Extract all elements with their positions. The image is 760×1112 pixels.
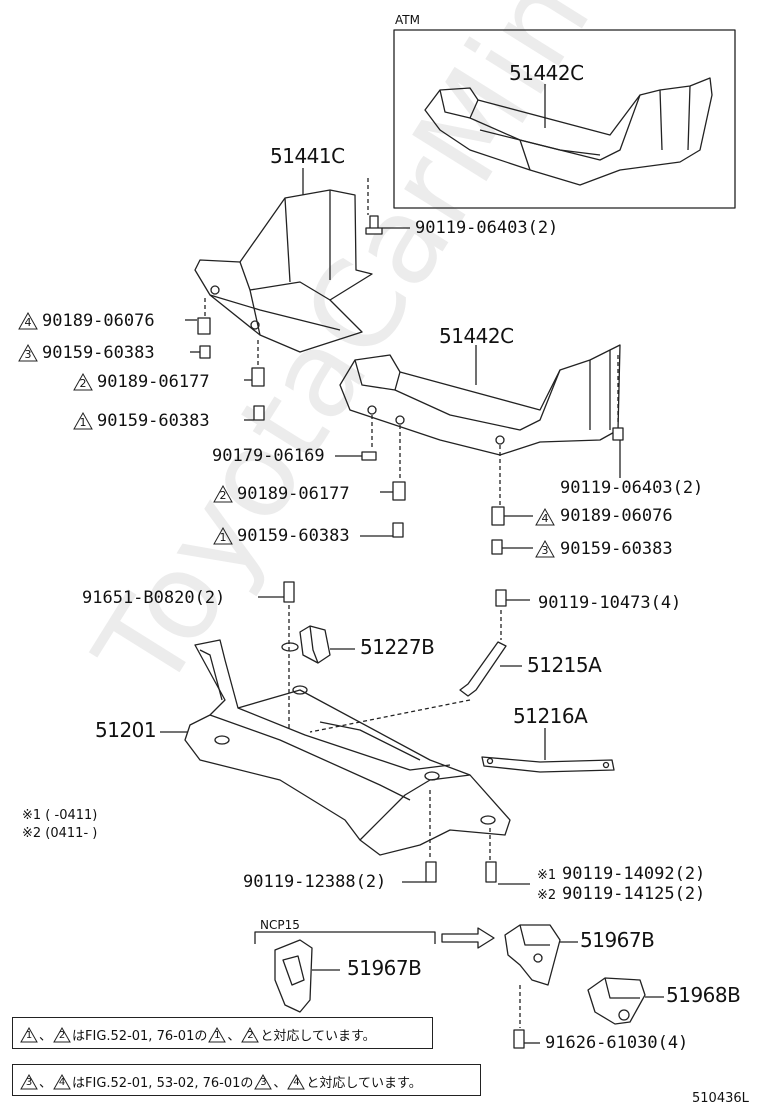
crossmember-51201 (184, 639, 511, 856)
fastener-90159-60383-c: 90159-60383 (237, 526, 350, 546)
triangle-1-icon: 1 (20, 1026, 38, 1043)
part-51216a: 51216A (513, 704, 588, 728)
note-2-text: はFIG.52-01, 53-02, 76-01の (72, 1076, 254, 1091)
bolt-icons (197, 215, 624, 1049)
part-51442c-atm: 51442C (509, 61, 584, 85)
triangle-2-icon: 2 (213, 485, 233, 503)
fastener-90119-06403-upper: 90119-06403(2) (415, 218, 559, 238)
skid-plate-51442c-atm (424, 77, 713, 186)
part-51967b-left: 51967B (347, 956, 422, 980)
date-note-1: ※1 ( -0411) (22, 808, 98, 823)
part-51227b: 51227B (360, 635, 435, 659)
fastener-90119-12388: 90119-12388(2) (243, 872, 387, 892)
date-note-2: ※2 (0411- ) (22, 826, 98, 841)
fastener-91626-61030: 91626-61030(4) (545, 1033, 689, 1053)
note-2-suffix: と対応しています。 (306, 1076, 422, 1091)
stay-51215a (459, 641, 507, 697)
triangle-3-icon: 3 (254, 1073, 273, 1090)
fastener-90189-06177-right: 90189-06177 (237, 484, 350, 504)
mark-2: ※2 (537, 888, 557, 903)
part-51215a: 51215A (527, 653, 602, 677)
mount-51227b (281, 625, 331, 664)
ncp15-bracket-line (254, 931, 436, 944)
triangle-2-icon: 2 (73, 373, 93, 391)
triangle-1-icon: 1 (213, 527, 233, 545)
triangle-4-icon: 4 (287, 1073, 306, 1090)
triangle-3-icon: 3 (535, 540, 555, 558)
part-51201: 51201 (95, 718, 157, 742)
skid-plate-51441c (194, 189, 373, 353)
triangle-2-icon: 2 (53, 1026, 71, 1043)
part-51967b-right: 51967B (580, 928, 655, 952)
diagram-code: 510436L (692, 1091, 749, 1106)
note-1-text: はFIG.52-01, 76-01の (72, 1029, 208, 1044)
fastener-90119-06403-lower: 90119-06403(2) (560, 478, 704, 498)
bracket-51967b-left (274, 939, 313, 1013)
atm-label: ATM (395, 13, 420, 27)
note-box-2: 3 、 4 はFIG.52-01, 53-02, 76-01の 3 、 4 と対… (12, 1064, 481, 1096)
fastener-90189-06177-left: 90189-06177 (97, 372, 210, 392)
triangle-3-icon: 3 (18, 344, 38, 362)
fastener-91651-b0820: 91651-B0820(2) (82, 588, 226, 608)
atm-box (393, 29, 736, 209)
bracket-51216a (481, 756, 615, 773)
fastener-90159-60383-b: 90159-60383 (97, 411, 210, 431)
ncp15-label: NCP15 (260, 918, 300, 932)
note-1-suffix: と対応しています。 (260, 1029, 376, 1044)
arrow-right-icon (441, 927, 495, 949)
fastener-90179-06169: 90179-06169 (212, 446, 325, 466)
bracket-51967b-right (504, 924, 561, 986)
triangle-1-icon: 1 (73, 412, 93, 430)
triangle-1-icon: 1 (208, 1026, 227, 1043)
triangle-2-icon: 2 (241, 1026, 260, 1043)
triangle-3-icon: 3 (20, 1073, 38, 1090)
fastener-90119-10473: 90119-10473(4) (538, 593, 682, 613)
bracket-51968b (587, 977, 646, 1025)
mark-1: ※1 (537, 868, 557, 883)
skid-plate-51442c (339, 344, 621, 456)
fastener-90189-06076-right: 90189-06076 (560, 506, 673, 526)
part-51442c: 51442C (439, 324, 514, 348)
fastener-90159-60383-d: 90159-60383 (560, 539, 673, 559)
fastener-90119-14092: 90119-14092(2) (562, 864, 706, 884)
triangle-4-icon: 4 (535, 508, 555, 526)
fastener-90159-60383-a: 90159-60383 (42, 343, 155, 363)
note-box-1: 1 、 2 はFIG.52-01, 76-01の 1 、 2 と対応しています。 (12, 1017, 433, 1049)
fastener-90119-14125: 90119-14125(2) (562, 884, 706, 904)
part-51968b: 51968B (666, 983, 741, 1007)
fastener-90189-06076-left: 90189-06076 (42, 311, 155, 331)
triangle-4-icon: 4 (53, 1073, 71, 1090)
triangle-4-icon: 4 (18, 312, 38, 330)
part-51441c: 51441C (270, 144, 345, 168)
